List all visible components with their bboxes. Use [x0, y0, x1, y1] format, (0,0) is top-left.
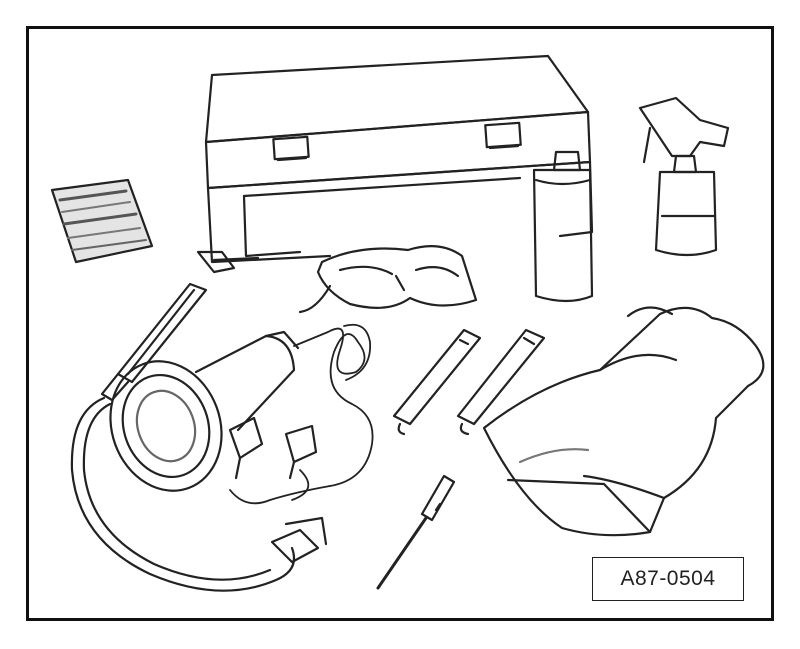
bottle-icon — [532, 150, 594, 303]
glove-icon — [482, 306, 765, 537]
uv-lamp-icon — [109, 323, 374, 505]
glasses-icon — [298, 245, 478, 314]
spray-bottle-icon — [638, 96, 730, 257]
case-icon — [204, 54, 594, 264]
card-icon — [50, 178, 154, 264]
cartridge-icon — [392, 328, 546, 436]
hose-icon — [70, 250, 328, 592]
figure-reference-label: A87-0504 — [592, 557, 744, 601]
probe-icon — [376, 474, 456, 590]
